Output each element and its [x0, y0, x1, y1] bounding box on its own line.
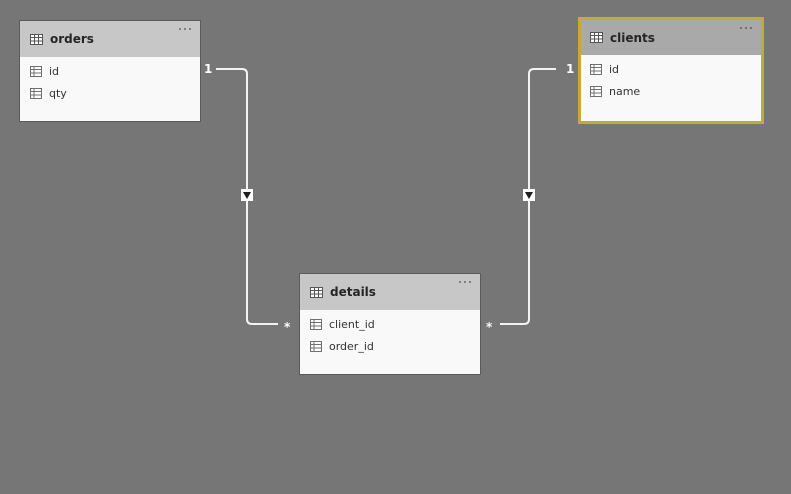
field-name: qty — [49, 86, 67, 100]
more-options-icon[interactable] — [178, 27, 192, 31]
cardinality-one-clients: 1 — [566, 62, 575, 76]
table-title: details — [330, 285, 376, 299]
field-row[interactable]: id — [581, 58, 761, 80]
table-header[interactable]: details — [300, 274, 480, 310]
table-icon — [590, 32, 603, 43]
field-row[interactable]: id — [20, 60, 200, 82]
table-icon — [30, 33, 43, 45]
cardinality-many-clients-details: * — [486, 320, 493, 334]
field-row[interactable]: order_id — [300, 335, 480, 357]
field-list: client_id order_id — [300, 310, 480, 357]
field-name: name — [609, 84, 641, 98]
more-options-icon[interactable] — [458, 280, 472, 284]
field-row[interactable]: name — [581, 80, 761, 102]
field-icon — [310, 340, 322, 352]
field-icon — [590, 63, 602, 75]
field-list: id qty — [20, 57, 200, 104]
table-card-clients[interactable]: clients id — [578, 17, 764, 124]
filter-direction-arrow-icon — [241, 189, 253, 201]
field-icon — [310, 318, 322, 330]
table-card-orders[interactable]: orders id — [19, 20, 201, 122]
table-title: clients — [610, 30, 655, 45]
field-name: order_id — [329, 339, 374, 353]
table-title: orders — [50, 32, 94, 46]
filter-direction-arrow-icon — [523, 189, 535, 201]
table-icon — [310, 286, 323, 298]
field-icon — [30, 87, 42, 99]
field-row[interactable]: client_id — [300, 313, 480, 335]
field-list: id name — [581, 55, 761, 102]
field-name: client_id — [329, 317, 375, 331]
field-icon — [590, 85, 602, 97]
field-icon — [30, 65, 42, 77]
table-header[interactable]: clients — [581, 20, 761, 55]
table-card-details[interactable]: details client_id — [299, 273, 481, 375]
field-row[interactable]: qty — [20, 82, 200, 104]
field-name: id — [49, 64, 60, 78]
cardinality-many-orders-details: * — [284, 320, 291, 334]
more-options-icon[interactable] — [739, 26, 753, 30]
cardinality-one-orders: 1 — [204, 62, 213, 76]
field-name: id — [609, 62, 620, 76]
table-header[interactable]: orders — [20, 21, 200, 57]
